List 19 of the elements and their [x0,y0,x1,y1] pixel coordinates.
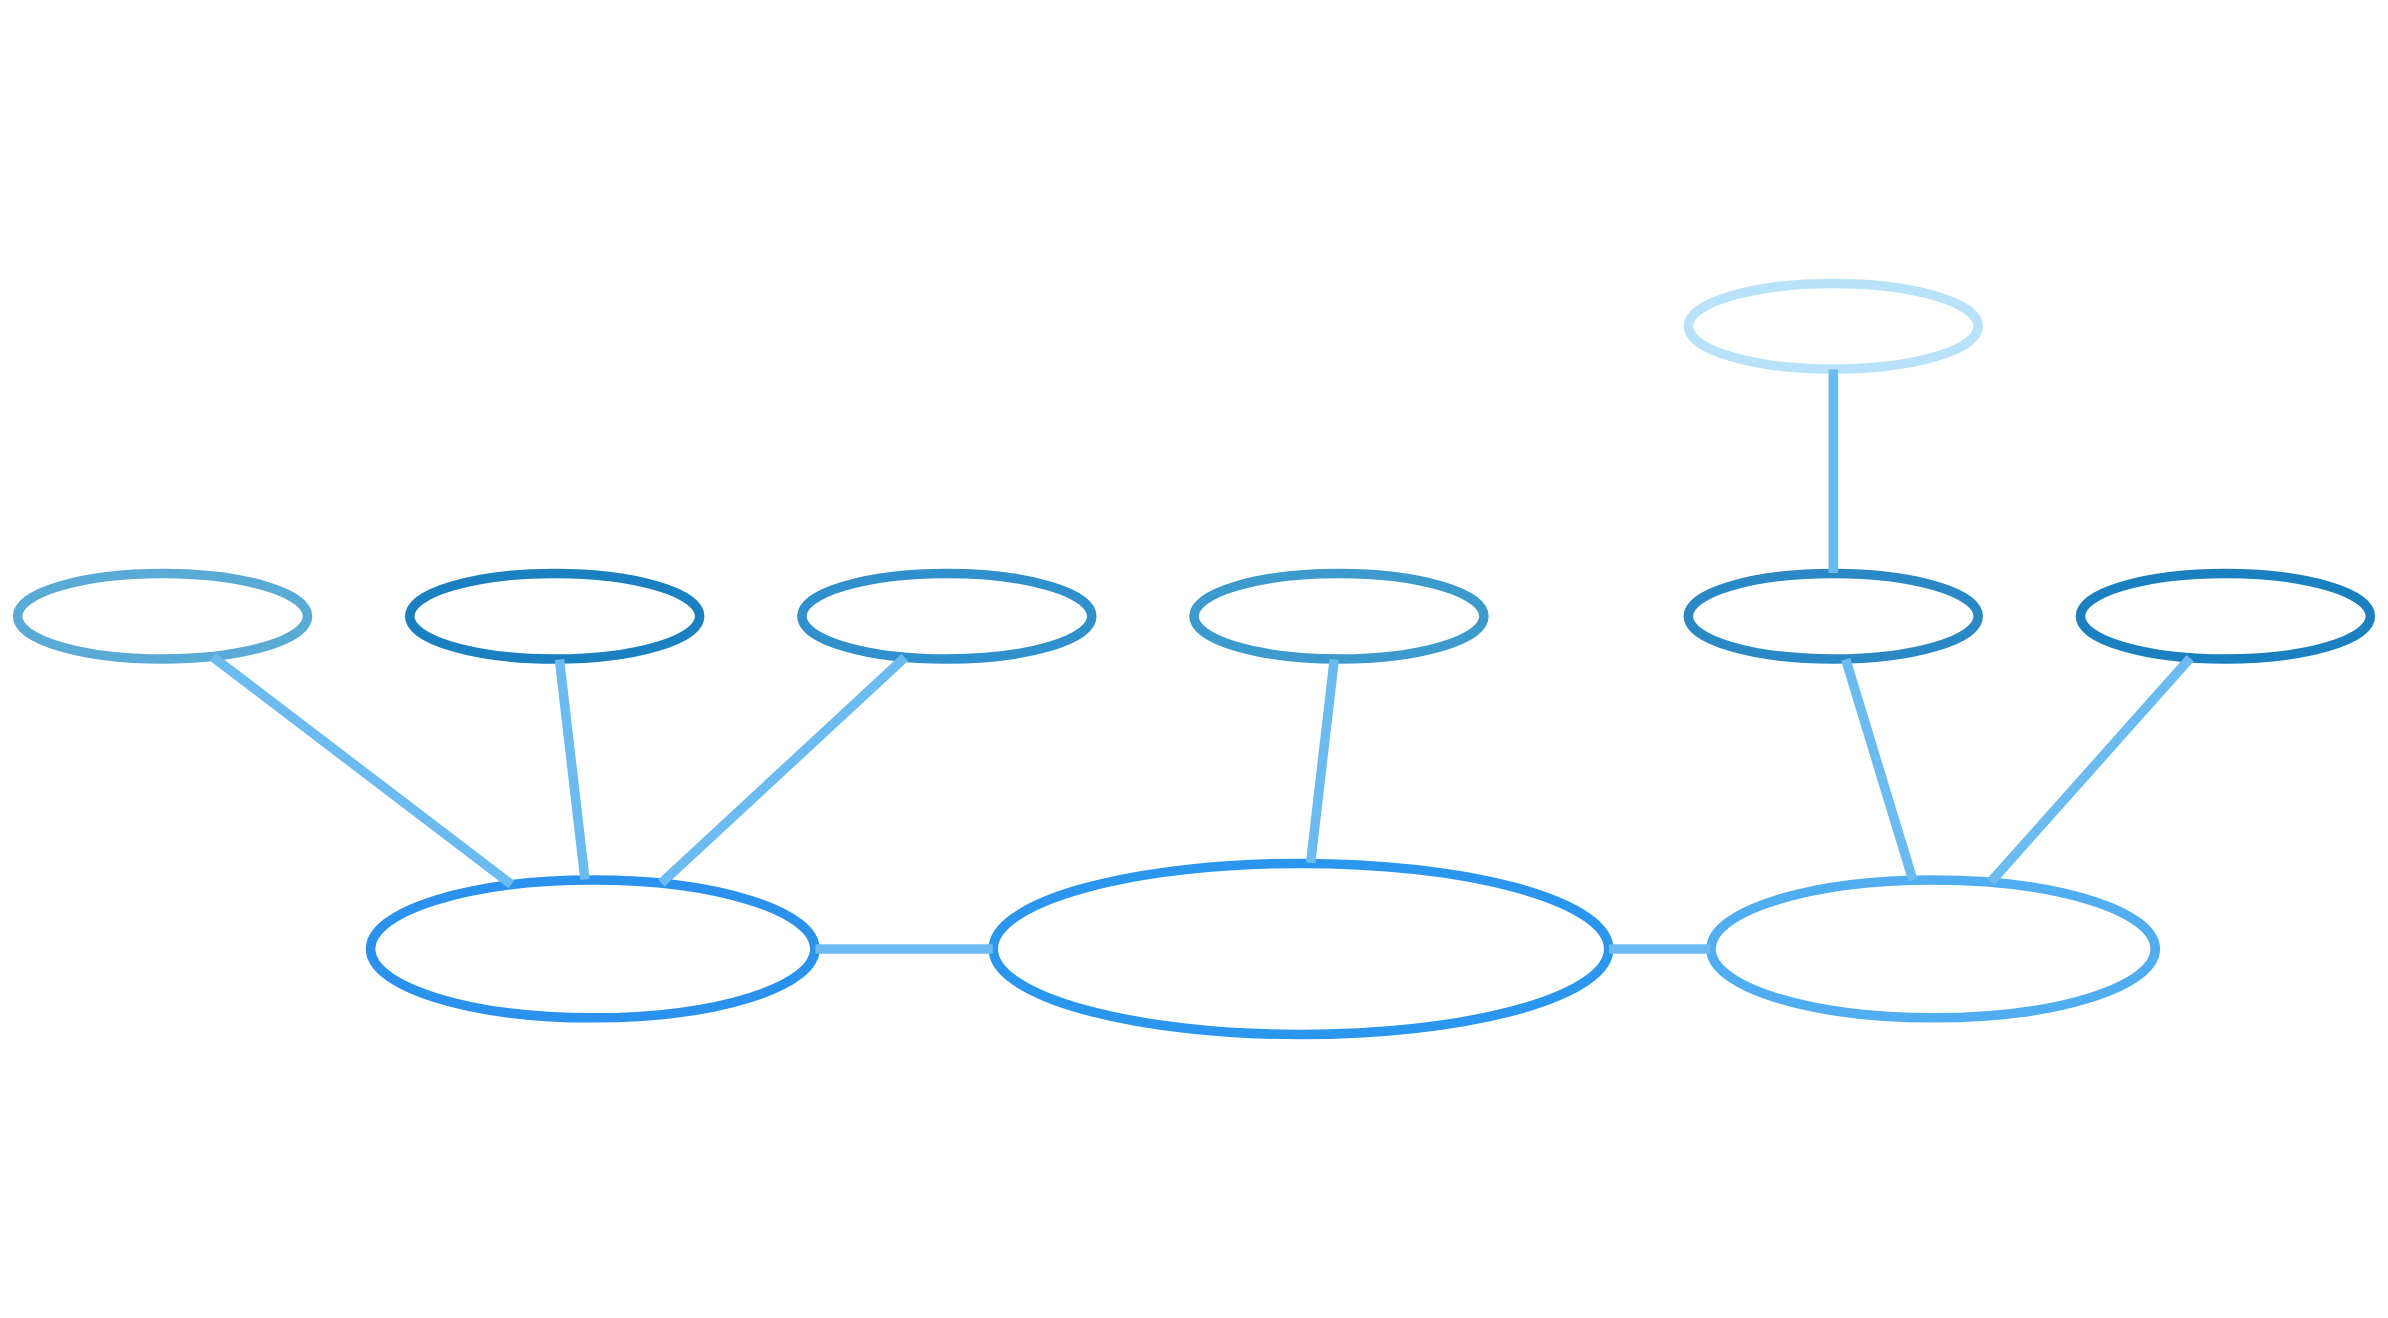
connector [1828,369,1839,574]
connector [1841,658,1918,882]
node-ellipse [1683,278,1983,374]
connector [554,658,590,881]
connector [1987,655,2194,886]
node-ellipse [988,858,1614,1040]
connector [815,944,993,954]
node-ellipse [1683,568,1983,664]
node-ellipse [1189,568,1489,664]
connector [1609,944,1711,954]
connector [209,653,515,889]
node-ellipse [405,568,705,664]
node-ellipse [365,875,820,1023]
connector [658,654,909,887]
node-ellipse [2075,568,2376,664]
node-ellipse [797,568,1097,664]
node-ellipse [12,568,313,664]
connector [1305,658,1339,864]
node-ellipse [1706,875,2161,1023]
